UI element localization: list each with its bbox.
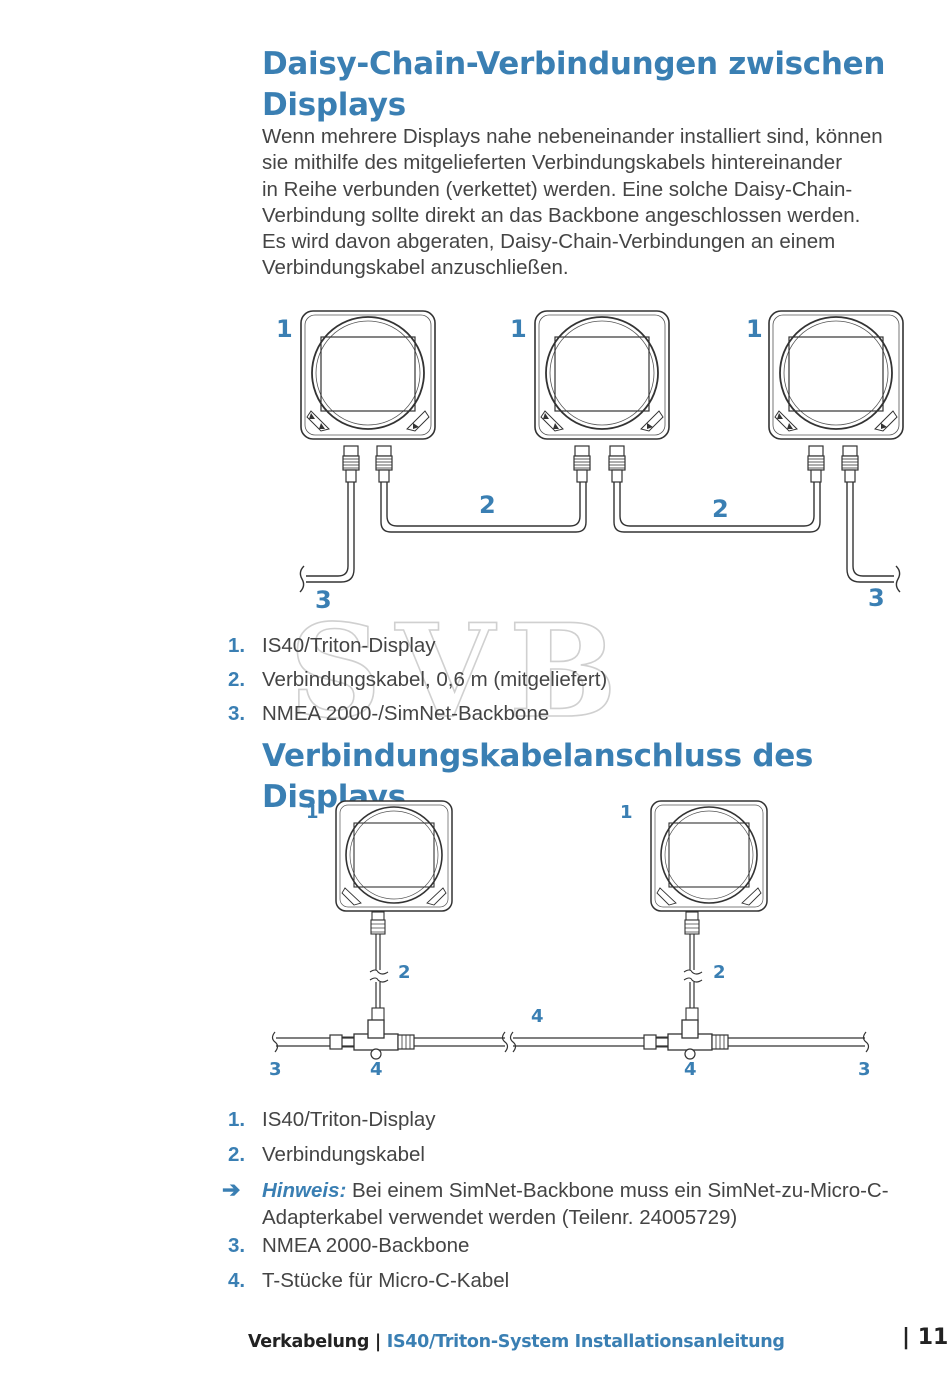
connectors bbox=[342, 445, 859, 483]
list-number: 3. bbox=[228, 702, 246, 725]
label-display: 1 bbox=[276, 315, 293, 343]
note: Hinweis: Bei einem SimNet-Backbone muss … bbox=[262, 1178, 912, 1231]
intro-line: Wenn mehrere Displays nahe nebeneinander… bbox=[262, 125, 883, 148]
svb-watermark: SVB bbox=[288, 612, 631, 732]
list-number: 3. bbox=[228, 1234, 246, 1257]
label-tee: 4 bbox=[684, 1059, 697, 1080]
list-text: NMEA 2000-/SimNet-Backbone bbox=[262, 702, 550, 725]
label-backbone: 3 bbox=[868, 584, 885, 612]
section-title-cable-connection: Verbindungskabelanschluss des Displays bbox=[262, 738, 814, 815]
footer-manual-title: IS40/Triton-System Installationsanleitun… bbox=[386, 1332, 785, 1352]
label-display: 1 bbox=[306, 802, 319, 823]
note-label: Hinweis: bbox=[262, 1179, 347, 1202]
label-cable: 2 bbox=[712, 495, 729, 523]
page-footer: Verkabelung | IS40/Triton-System Install… bbox=[248, 1332, 785, 1352]
list-number: 2. bbox=[228, 1143, 246, 1166]
list-number: 1. bbox=[228, 1108, 246, 1131]
label-cable: 2 bbox=[713, 962, 726, 983]
display-1 bbox=[335, 800, 453, 912]
daisy-chain-diagram: 1 1 1 2 2 3 3 bbox=[276, 310, 904, 614]
label-cable: 2 bbox=[398, 962, 411, 983]
section-title-daisy-chain: Daisy-Chain-Verbindungen zwischen Displa… bbox=[262, 46, 886, 123]
display-1 bbox=[300, 310, 436, 440]
footer-chapter: Verkabelung bbox=[248, 1332, 370, 1352]
label-display: 1 bbox=[746, 315, 763, 343]
footer-separator: | bbox=[369, 1332, 387, 1352]
list-text: Verbindungskabel, 0,6 m (mitgeliefert) bbox=[262, 668, 608, 691]
display-2 bbox=[650, 800, 768, 912]
label-backbone: 3 bbox=[858, 1059, 871, 1080]
page-number: | 11 bbox=[902, 1325, 949, 1350]
list-text: IS40/Triton-Display bbox=[262, 634, 436, 657]
label-backbone: 3 bbox=[315, 586, 332, 614]
list-number: 4. bbox=[228, 1269, 246, 1292]
display-3 bbox=[768, 310, 904, 440]
svg-text:SVB: SVB bbox=[289, 612, 631, 732]
list-number: 2. bbox=[228, 668, 246, 691]
cables bbox=[299, 482, 901, 593]
drop-cable-diagram: 1 1 2 2 4 3 4 4 3 bbox=[269, 800, 871, 1080]
intro-line: sie mithilfe des mitgelieferten Verbindu… bbox=[262, 151, 843, 175]
intro-line: Verbindungskabel anzuschließen. bbox=[262, 256, 569, 280]
intro-line: in Reihe verbunden (verkettet) werden. E… bbox=[262, 177, 853, 201]
list-text: NMEA 2000-Backbone bbox=[262, 1234, 470, 1257]
intro-line: Verbindung sollte direkt an das Backbone… bbox=[262, 203, 861, 227]
list-number: 1. bbox=[228, 634, 246, 657]
list-text: Verbindungskabel bbox=[262, 1143, 425, 1166]
label-display: 1 bbox=[510, 315, 527, 343]
tee-connectors bbox=[329, 1019, 729, 1060]
intro-line: Es wird davon abgeraten, Daisy-Chain-Ver… bbox=[262, 230, 836, 254]
label-backbone: 3 bbox=[269, 1059, 282, 1080]
arrow-right-icon: ➔ bbox=[222, 1177, 241, 1202]
list-text: IS40/Triton-Display bbox=[262, 1108, 436, 1131]
display-2 bbox=[534, 310, 670, 440]
intro-paragraph: Wenn mehrere Displays nahe nebeneinander… bbox=[262, 124, 912, 282]
label-cable: 2 bbox=[479, 491, 496, 519]
note-text: Bei einem SimNet-Backbone muss ein SimNe… bbox=[262, 1179, 889, 1229]
label-display: 1 bbox=[620, 802, 633, 823]
label-tee: 4 bbox=[531, 1006, 544, 1027]
list-text: T-Stücke für Micro-C-Kabel bbox=[262, 1269, 510, 1292]
label-tee: 4 bbox=[370, 1059, 383, 1080]
